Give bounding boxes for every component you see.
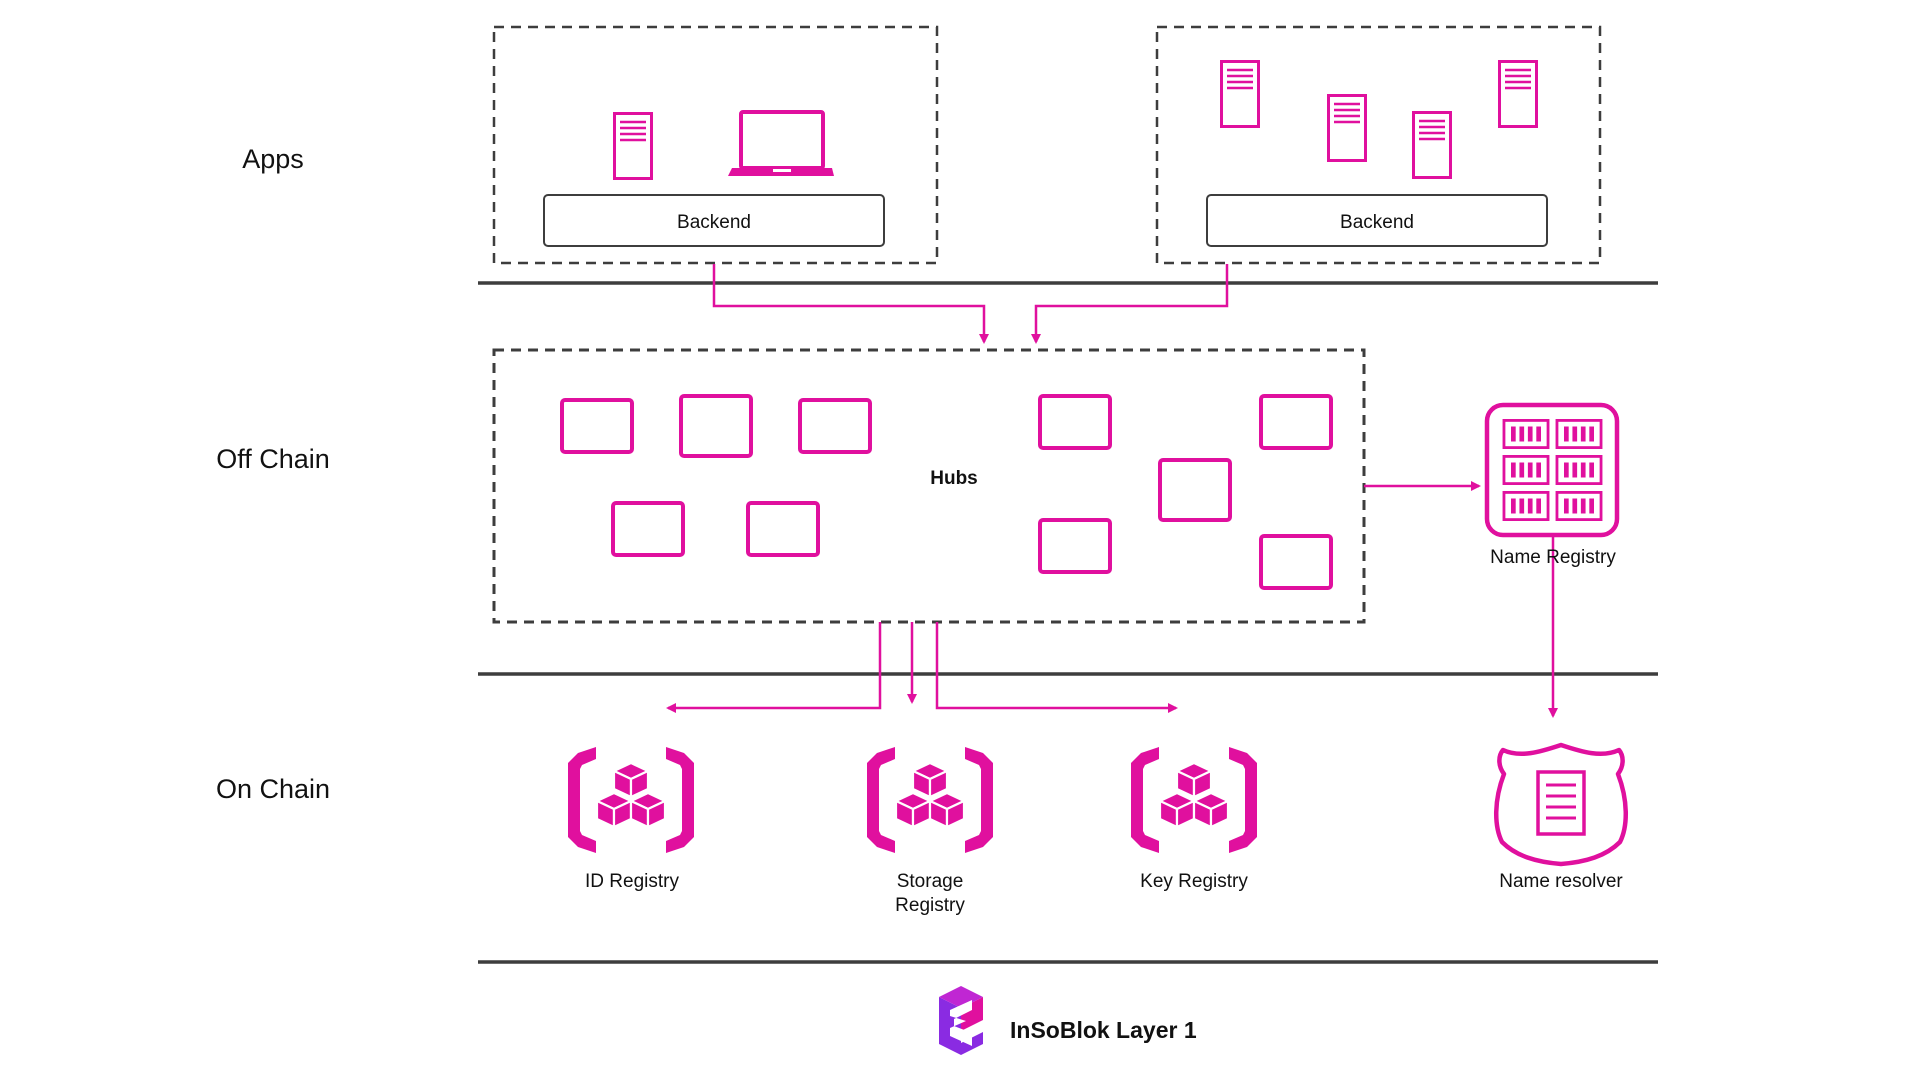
name-resolver-label: Name resolver — [1499, 871, 1623, 892]
key-registry-label: Key Registry — [1140, 871, 1248, 892]
smart-contract-cubes-icon — [1129, 745, 1259, 855]
app-container-left: Backend — [492, 25, 939, 265]
name-registry-label: Name Registry — [1490, 547, 1616, 568]
backend-label-right: Backend — [1340, 212, 1414, 233]
id-registry[interactable]: ID Registry — [566, 745, 696, 892]
hubs-label: Hubs — [930, 468, 978, 489]
server-icon — [1220, 60, 1260, 128]
hub-node-icon — [679, 394, 753, 458]
backend-box-left[interactable]: Backend — [543, 194, 885, 247]
server-icon — [1412, 111, 1452, 179]
database-grid-icon — [1484, 402, 1620, 538]
insoblok-brand: InSoBlok Layer 1 — [939, 986, 1197, 1055]
hub-node-icon — [1038, 394, 1112, 450]
hub-node-icon — [746, 501, 820, 557]
laptop-icon — [728, 110, 834, 176]
hub-node-icon — [798, 398, 872, 454]
server-icon — [1498, 60, 1538, 128]
name-registry[interactable] — [1484, 402, 1620, 538]
arrow-right-backend-to-hubs — [1031, 264, 1229, 344]
smart-contract-cubes-icon — [566, 745, 696, 855]
hubs-container: Hubs — [492, 348, 1366, 624]
backend-label-left: Backend — [677, 212, 751, 233]
brand-label: InSoBlok Layer 1 — [1010, 1017, 1197, 1043]
arrow-hubs-to-key-registry — [935, 622, 1178, 713]
layer-label-apps: Apps — [242, 144, 304, 174]
arrow-hubs-to-id-registry — [666, 622, 882, 713]
server-icon — [612, 112, 654, 180]
server-icon — [1327, 94, 1367, 162]
hub-node-icon — [1038, 518, 1112, 574]
name-resolver[interactable]: Name resolver — [1494, 742, 1628, 892]
layer-label-on-chain: On Chain — [216, 774, 330, 804]
hub-node-icon — [1259, 394, 1333, 450]
shield-document-icon — [1494, 742, 1628, 867]
arrow-left-backend-to-hubs — [712, 264, 989, 344]
id-registry-label: ID Registry — [585, 871, 679, 892]
hub-node-icon — [611, 501, 685, 557]
hub-node-icon — [1259, 534, 1333, 590]
key-registry[interactable]: Key Registry — [1129, 745, 1259, 892]
hub-node-icon — [560, 398, 634, 454]
app-container-right: Backend — [1155, 25, 1602, 265]
layer-label-off-chain: Off Chain — [216, 444, 330, 474]
storage-registry-label-line1: Storage — [897, 871, 964, 892]
storage-registry-label-line2: Registry — [895, 895, 965, 916]
smart-contract-cubes-icon — [865, 745, 995, 855]
backend-box-right[interactable]: Backend — [1206, 194, 1548, 247]
storage-registry[interactable]: Storage Registry — [865, 745, 995, 916]
hub-node-icon — [1158, 458, 1232, 522]
insoblok-logo-icon — [939, 986, 983, 1055]
